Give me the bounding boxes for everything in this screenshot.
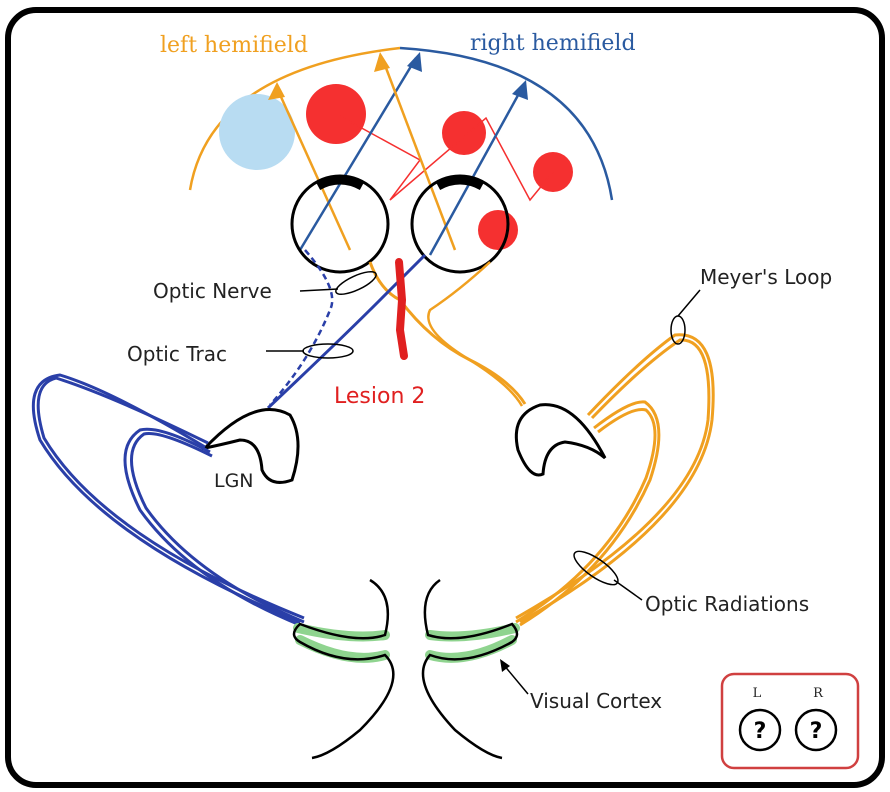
optic-nerve-callout-ellipse [335,270,377,296]
right-eye [410,174,510,274]
right-hemifield-arc [399,46,614,201]
optic-nerve-label: Optic Nerve [153,279,272,303]
stimulus-retina-circle [478,210,518,250]
visual-cortex-arrowhead [500,659,510,672]
left-eye-blue-fiber [269,249,334,406]
answer-left-eye-value: ? [754,719,767,744]
stimulus-blind-circle [219,94,295,170]
answer-right-eye-value: ? [810,719,823,744]
optic-radiations-label: Optic Radiations [645,592,809,616]
left-hemifield-label: left hemifield [160,33,308,58]
left-visual-cortex [292,578,395,760]
optic-trac-label: Optic Trac [127,342,227,366]
visual-cortex-leader [502,663,529,695]
answer-left-eye-circle [738,708,782,752]
right-eye-blue-fiber [266,253,427,410]
right-visual-cortex [421,578,520,760]
stimulus-mid-circle [442,111,486,155]
meyers-loop-leader [677,289,701,317]
meyers-loop-label: Meyer's Loop [700,265,832,289]
optic-radiations-leader [613,579,643,601]
lesion-label: Lesion 2 [334,384,425,409]
answer-right-eye-label: R [813,686,824,701]
lgn-label: LGN [214,470,254,492]
left-eye-orange-fiber [368,261,527,405]
right-hemifield-label: right hemifield [470,31,636,56]
stimulus-trace [335,113,554,202]
visual-cortex-label: Visual Cortex [530,689,662,713]
optic-nerve-leader [299,288,339,292]
right-eye-orange-fiber [427,261,524,407]
answer-left-eye-label: L [753,686,762,701]
diagram-frame [5,7,885,788]
light-rays [268,52,528,256]
left-lgn [200,408,300,484]
answer-right-eye-circle [794,708,838,752]
lesion-mark [395,258,408,360]
right-lgn [514,403,607,477]
right-optic-radiations [515,333,715,627]
left-optic-radiations [31,373,305,627]
left-eye [290,174,390,274]
